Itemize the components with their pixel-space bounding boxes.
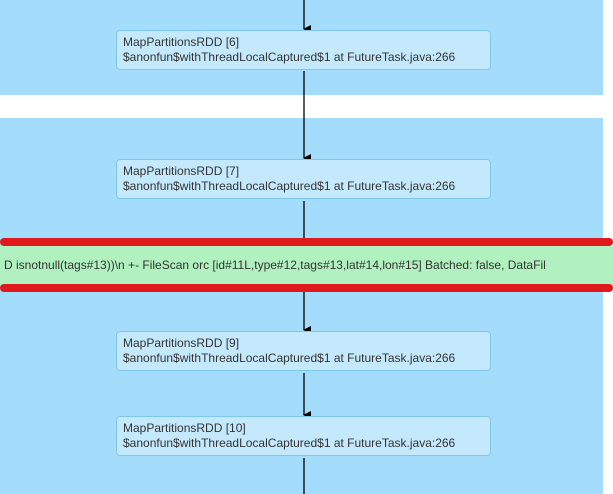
rdd-node-callsite: $anonfun$withThreadLocalCaptured$1 at Fu… bbox=[123, 179, 456, 193]
highlight-line-top bbox=[0, 238, 613, 246]
plan-tooltip: D isnotnull(tags#13))\n +- FileScan orc … bbox=[0, 246, 613, 286]
rdd-node-title: MapPartitionsRDD [7] bbox=[123, 164, 240, 178]
rdd-node-callsite: $anonfun$withThreadLocalCaptured$1 at Fu… bbox=[123, 436, 456, 450]
rdd-node-callsite: $anonfun$withThreadLocalCaptured$1 at Fu… bbox=[123, 50, 456, 64]
rdd-node-7[interactable]: MapPartitionsRDD [7] $anonfun$withThread… bbox=[116, 159, 491, 199]
rdd-node-title: MapPartitionsRDD [10] bbox=[123, 421, 246, 435]
plan-tooltip-text: D isnotnull(tags#13))\n +- FileScan orc … bbox=[4, 258, 546, 272]
rdd-node-title: MapPartitionsRDD [6] bbox=[123, 35, 240, 49]
highlight-line-bottom bbox=[0, 284, 613, 292]
rdd-node-callsite: $anonfun$withThreadLocalCaptured$1 at Fu… bbox=[123, 351, 456, 365]
rdd-node-6[interactable]: MapPartitionsRDD [6] $anonfun$withThread… bbox=[116, 30, 491, 70]
rdd-node-title: MapPartitionsRDD [9] bbox=[123, 336, 240, 350]
rdd-node-9[interactable]: MapPartitionsRDD [9] $anonfun$withThread… bbox=[116, 331, 491, 371]
rdd-node-10[interactable]: MapPartitionsRDD [10] $anonfun$withThrea… bbox=[116, 416, 491, 456]
